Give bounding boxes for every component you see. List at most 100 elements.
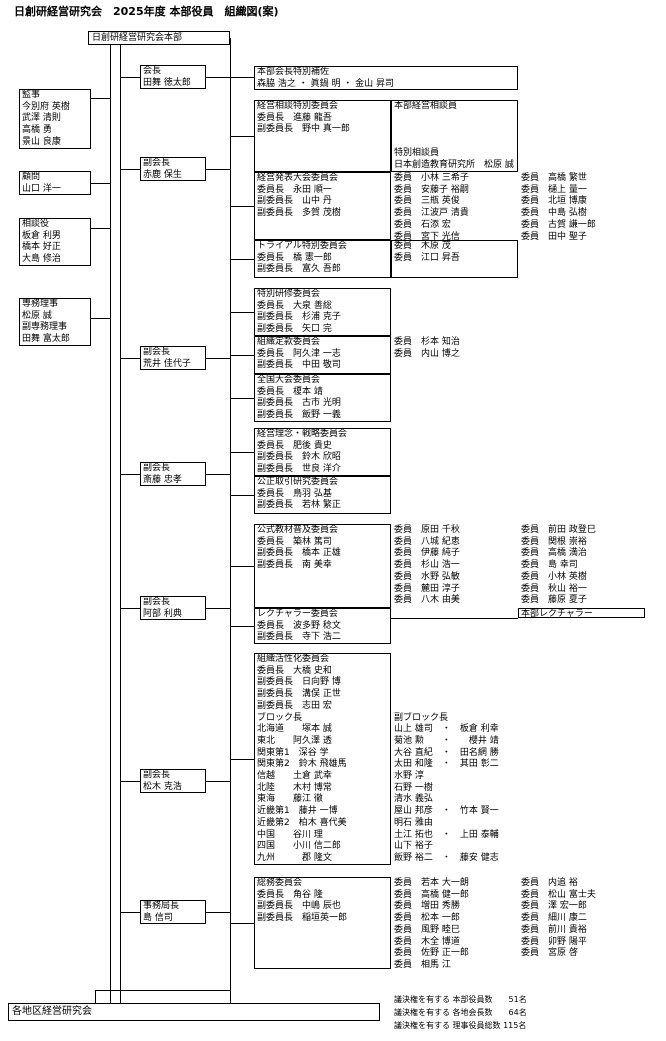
connector-line — [230, 452, 254, 453]
zenkoku-line: 副委員長 古市 光明 — [257, 398, 341, 409]
happyo_m1-line: 委員 小林 三希子 — [394, 173, 469, 183]
connector-line — [91, 183, 110, 184]
happyo_m2-line: 委員 中島 弘樹 — [521, 208, 587, 219]
vp2-line: 副会長 — [143, 347, 171, 357]
box-kaicho — [140, 65, 206, 89]
kyozai_m1-line: 委員 杉山 浩一 — [394, 560, 460, 571]
kosei-line: 委員長 鳥羽 弘基 — [257, 488, 332, 499]
vp5-line: 松木 克浩 — [143, 781, 182, 792]
total-line: 議決権を有する 理事役員総数 115名 — [394, 1021, 527, 1030]
katsuseika-line: 北陸 木村 博常 — [257, 782, 332, 793]
sodanyaku-line: 橋本 好正 — [22, 242, 61, 253]
katsuseika-line: 信越 土倉 武幸 — [257, 771, 332, 781]
komon-line: 顧問 — [22, 172, 41, 182]
connector-line — [230, 312, 254, 313]
connector-line — [120, 781, 140, 782]
happyo_m2-line: 委員 田中 聖子 — [521, 231, 587, 242]
jimu-line: 事務局長 — [143, 901, 180, 911]
box-teikan — [254, 336, 391, 374]
connector-line — [230, 759, 254, 760]
box-jimu — [140, 900, 206, 924]
kyozai_m1-line: 委員 八木 由美 — [394, 595, 460, 606]
connector-line — [95, 990, 96, 1003]
connector-line — [110, 990, 111, 1003]
senryaku-line: 委員長 肥後 貴史 — [257, 440, 332, 451]
box-trial_m — [391, 240, 518, 278]
vp1-line: 副会長 — [143, 158, 171, 168]
lecturer-line: レクチャラー委員会 — [257, 609, 338, 619]
happyo_m1-line: 委員 安藤子 裕嗣 — [394, 184, 469, 195]
somu_m2-line: 委員 内追 裕 — [521, 878, 578, 888]
kyozai_m2-line: 委員 関根 崇裕 — [521, 536, 587, 547]
katsuseika-line: ブロック長 — [257, 712, 303, 723]
connector-line — [230, 136, 254, 137]
somu_m1-line: 委員 佐野 正一郎 — [394, 948, 469, 959]
bottom-connector — [95, 990, 230, 991]
komon-line: 山口 洋一 — [22, 183, 61, 194]
happyo_m1-line: 委員 宮下 光信 — [394, 231, 460, 242]
teikan-line: 組織定款委員会 — [257, 337, 321, 347]
kyozai-line: 委員長 築林 篤司 — [257, 536, 332, 547]
keiei_sodan-line: 副委員長 野中 真一郎 — [257, 124, 350, 135]
box-vp1 — [140, 157, 206, 181]
connector-line — [230, 206, 254, 207]
trial_m-line: 委員 木原 茂 — [394, 241, 451, 251]
trial-line: 副委員長 富久 吾郎 — [257, 264, 341, 275]
connector-line — [230, 495, 254, 496]
lecturer-link — [391, 618, 518, 619]
box-tokubetsu — [254, 288, 391, 336]
katsuseika_sub-line: 大谷 直紀 ・ 田名網 勝 — [394, 747, 499, 758]
somu-line: 委員長 角谷 隆 — [257, 889, 323, 900]
katsuseika-line: 委員長 大橋 史和 — [257, 665, 332, 676]
box-katsuseika — [254, 653, 391, 865]
connector-line — [230, 990, 231, 1003]
kyozai-line: 副委員長 橋本 正雄 — [257, 548, 341, 559]
box-kyozai — [254, 524, 391, 608]
happyo_m1-line: 委員 江波戸 清貴 — [394, 208, 469, 219]
katsuseika-line: 副委員長 志田 宏 — [257, 700, 332, 711]
zenkoku-line: 副委員長 飯野 一義 — [257, 410, 341, 421]
kyozai_m1-line: 委員 伊藤 純子 — [394, 548, 460, 559]
somu-line: 副委員長 稲垣英一郎 — [257, 913, 348, 924]
regional-associations-box: 各地区経営研究会 — [8, 1003, 380, 1021]
happyo_m1-line: 委員 石添 宏 — [394, 219, 451, 230]
kyozai-line: 公式教材普及委員会 — [257, 525, 339, 535]
somu_m2-line: 委員 宮原 啓 — [521, 948, 578, 959]
honbu_lect-line: 本部レクチャラー — [521, 609, 593, 619]
katsuseika-line: 東海 藤江 徹 — [257, 794, 323, 805]
teikan_m-line: 委員 杉本 知治 — [394, 337, 460, 347]
vp5-line: 副会長 — [143, 770, 171, 780]
katsuseika-line: 副委員長 日向野 博 — [257, 677, 341, 688]
connector-line — [120, 358, 140, 359]
box-vp5 — [140, 769, 206, 793]
kaicho-line: 田舞 徳太郎 — [143, 77, 191, 88]
connector-line — [120, 990, 121, 1003]
kyozai_m1-line: 委員 麓田 淳子 — [394, 583, 460, 594]
kosei-line: 副委員長 若林 繁正 — [257, 500, 341, 511]
connector-line — [206, 169, 230, 170]
kyozai_m1-line: 委員 原田 千秋 — [394, 525, 460, 535]
katsuseika_sub-line: 水野 淳 — [394, 771, 424, 781]
kanji-line: 景山 良康 — [22, 136, 61, 147]
sodanyaku-line: 板倉 利男 — [22, 230, 61, 241]
katsuseika-line: 副委員長 溝俣 正世 — [257, 689, 341, 700]
connector-line — [206, 77, 254, 78]
box-lecturer — [254, 608, 391, 644]
box-vp3 — [140, 462, 206, 486]
honbu_sodanin-line: 日本創造教育研究所 松原 誠 — [394, 159, 514, 170]
right-spine — [230, 100, 231, 965]
somu_m2-line: 委員 澤 宏一郎 — [521, 901, 587, 912]
katsuseika_sub-line: 山上 雄司 ・ 板倉 利幸 — [394, 724, 499, 735]
connector-line — [120, 608, 140, 609]
connector-line — [120, 169, 140, 170]
somu-line: 副委員長 中嶋 辰也 — [257, 901, 341, 912]
katsuseika-line: 四国 小川 信二郎 — [257, 841, 341, 852]
connector-line — [91, 318, 110, 319]
katsuseika_sub-line: 石野 一樹 — [394, 782, 433, 793]
connector-line — [206, 912, 230, 913]
happyo_m2-line: 委員 古賀 謙一郎 — [521, 219, 596, 230]
katsuseika_sub-line: 清水 義弘 — [394, 794, 433, 805]
box-senryaku — [254, 428, 391, 476]
tokubetsu-line: 委員長 大泉 善総 — [257, 300, 332, 311]
